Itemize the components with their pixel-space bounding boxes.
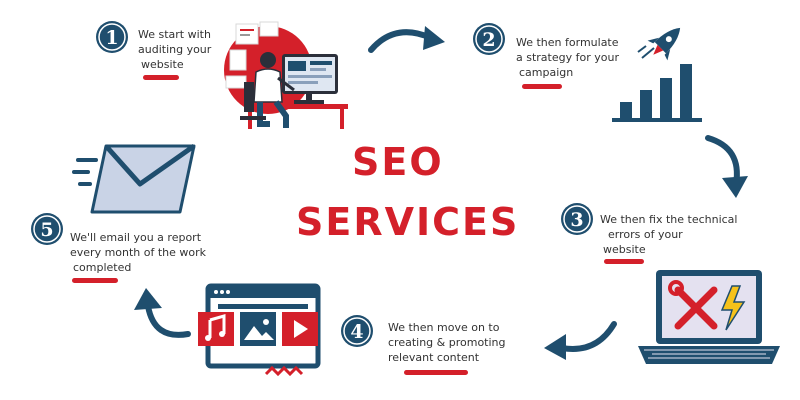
envelope-icon bbox=[72, 143, 196, 214]
step-5-line-1: We'll email you a report bbox=[70, 231, 202, 244]
step-3-line-3: website bbox=[603, 243, 646, 256]
step-2-number: 2 bbox=[482, 29, 495, 51]
step-3-number: 3 bbox=[570, 209, 583, 231]
media-window-icon bbox=[198, 283, 321, 377]
step-1-line-3: website bbox=[141, 58, 184, 71]
arrow-step3-to-step4 bbox=[544, 321, 617, 360]
step-5-line-2: every month of the work bbox=[70, 246, 207, 259]
step-3-line-2: errors of your bbox=[608, 228, 683, 241]
arrow-step4-to-step5 bbox=[134, 288, 191, 338]
step-5-badge: 5 bbox=[31, 213, 63, 245]
step-2-text: We then formulate a strategy for your ca… bbox=[516, 35, 619, 80]
step-1-badge: 1 bbox=[96, 21, 128, 53]
step-1-line-2: auditing your bbox=[138, 43, 212, 56]
person-at-computer-illustration bbox=[224, 21, 348, 129]
step-4-underline bbox=[404, 370, 468, 375]
step-4-line-3: relevant content bbox=[388, 351, 480, 364]
step-5-underline bbox=[72, 278, 118, 283]
step-4-badge: 4 bbox=[341, 315, 373, 347]
title-services: SERVICES bbox=[296, 200, 520, 244]
arrow-step1-to-step2 bbox=[368, 26, 445, 53]
step-5-text: We'll email you a report every month of … bbox=[70, 230, 206, 275]
step-1-number: 1 bbox=[105, 27, 118, 49]
step-2-badge: 2 bbox=[473, 23, 505, 55]
step-4-line-1: We then move on to bbox=[388, 321, 500, 334]
step-3-badge: 3 bbox=[561, 203, 593, 235]
step-5-number: 5 bbox=[40, 219, 53, 241]
laptop-tools-icon bbox=[638, 270, 780, 364]
step-1-underline bbox=[143, 75, 179, 80]
step-5-line-3: completed bbox=[73, 261, 132, 274]
rocket-bar-chart-icon bbox=[612, 27, 702, 122]
step-2-line-3: campaign bbox=[519, 66, 574, 79]
step-1-text: We start with auditing your website bbox=[138, 27, 211, 72]
step-2-underline bbox=[522, 84, 562, 89]
step-2-line-2: a strategy for your bbox=[516, 51, 619, 64]
step-2-line-1: We then formulate bbox=[516, 36, 619, 49]
title-seo: SEO bbox=[352, 140, 444, 184]
step-4-text: We then move on to creating & promoting … bbox=[388, 320, 506, 365]
step-4-number: 4 bbox=[350, 321, 363, 343]
step-3-text: We then fix the technical errors of your… bbox=[600, 212, 737, 257]
step-3-underline bbox=[604, 259, 644, 264]
arrow-step2-to-step3 bbox=[705, 135, 748, 198]
step-1-line-1: We start with bbox=[138, 28, 211, 41]
step-3-line-1: We then fix the technical bbox=[600, 213, 738, 226]
step-4-line-2: creating & promoting bbox=[388, 336, 506, 349]
